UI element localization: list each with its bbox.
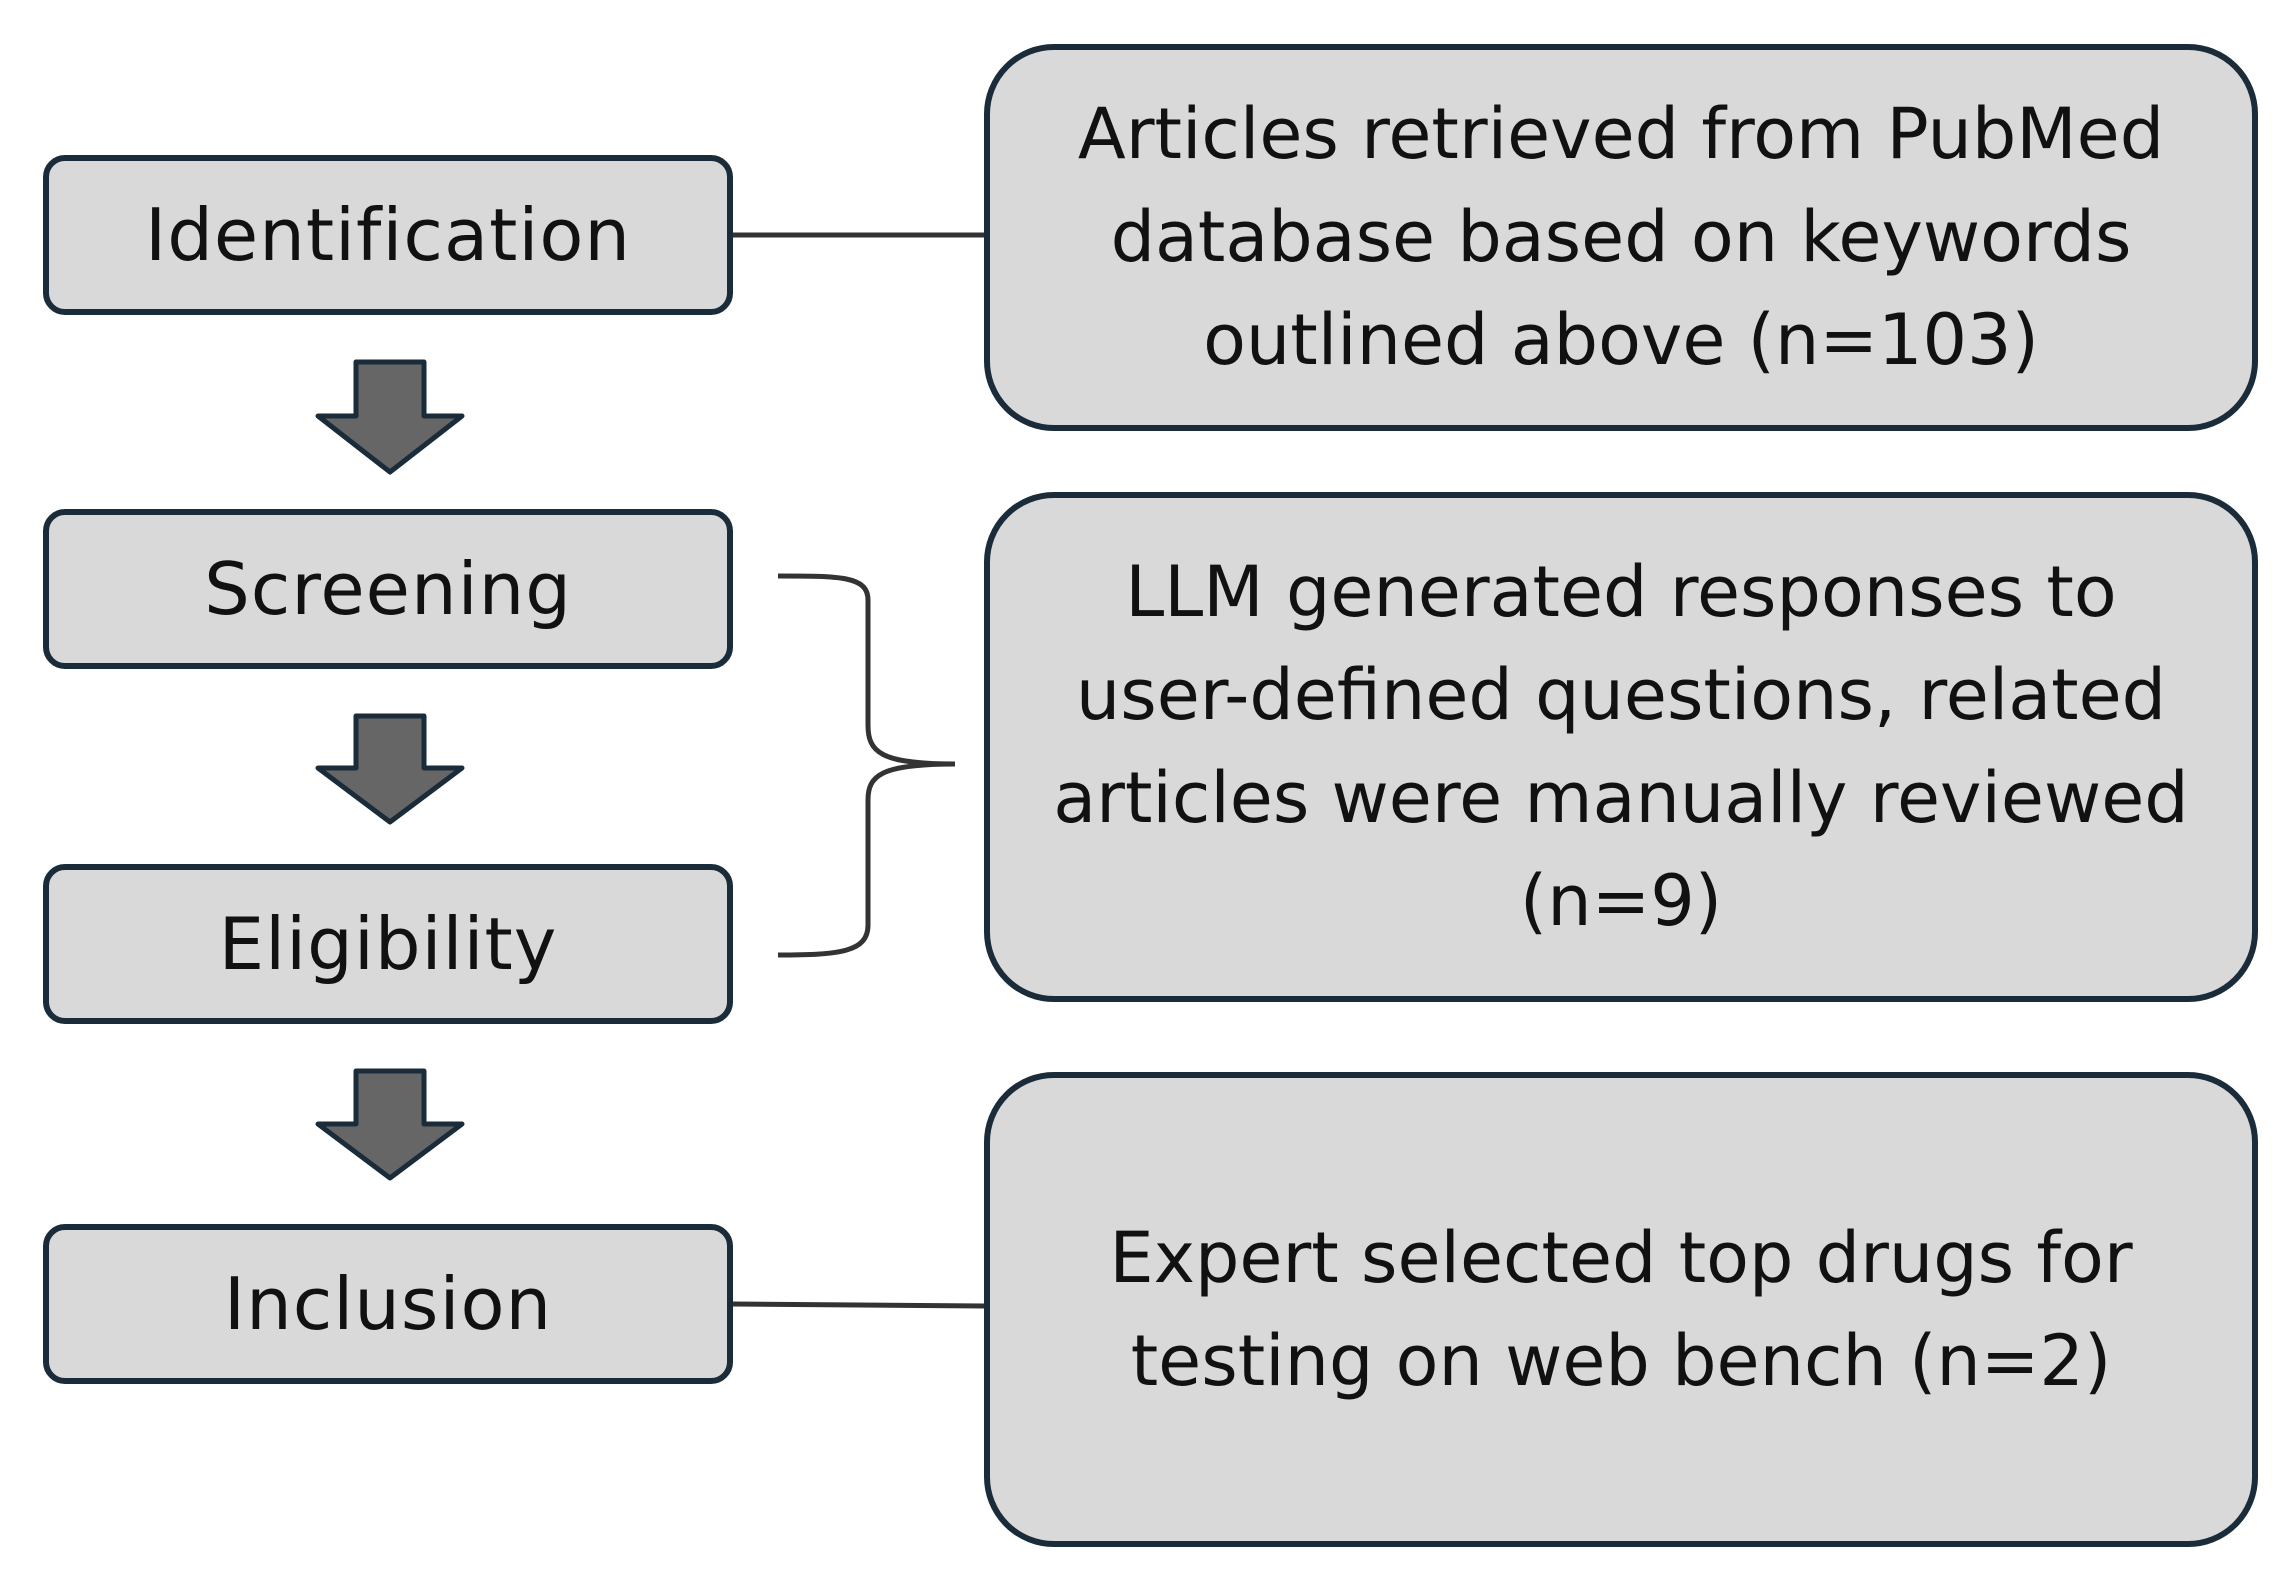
stage-identification-label: Identification [144, 193, 632, 277]
stage-screening-label: Screening [204, 547, 572, 631]
connector-inclusion [732, 1301, 985, 1309]
detail-inclusion-text: Expert selected top drugs for testing on… [1109, 1216, 2133, 1402]
stage-inclusion-label: Inclusion [223, 1262, 553, 1346]
brace-screening-eligibility [777, 573, 956, 958]
stage-eligibility-label: Eligibility [218, 902, 558, 986]
stage-identification-box: Identification [43, 155, 733, 315]
arrow-down-icon [315, 713, 465, 825]
detail-screening-eligibility-box: LLM generated responses to user-defined … [984, 492, 2258, 1002]
stage-inclusion-box: Inclusion [43, 1224, 733, 1384]
arrow-down-icon [315, 1068, 465, 1181]
stage-eligibility-box: Eligibility [43, 864, 733, 1024]
arrow-down-icon [315, 359, 465, 475]
detail-identification-box: Articles retrieved from PubMed database … [984, 44, 2258, 431]
detail-inclusion-box: Expert selected top drugs for testing on… [984, 1072, 2258, 1547]
stage-screening-box: Screening [43, 509, 733, 669]
detail-screening-eligibility-text: LLM generated responses to user-defined … [1053, 551, 2189, 942]
detail-identification-text: Articles retrieved from PubMed database … [1077, 93, 2165, 381]
